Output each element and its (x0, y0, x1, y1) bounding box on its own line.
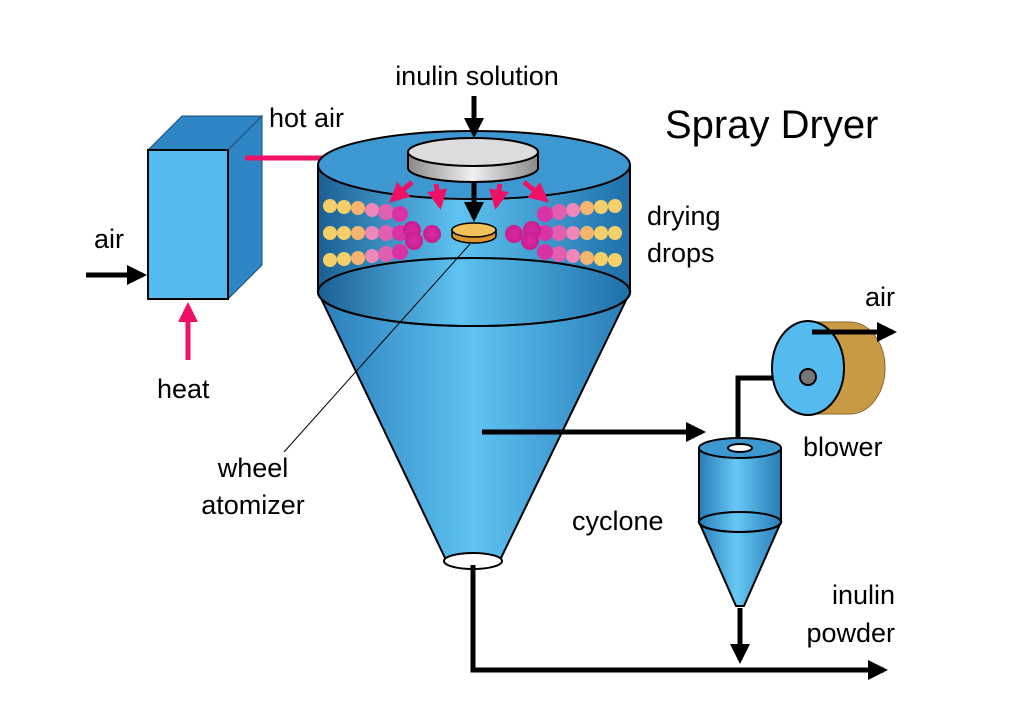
label-cyclone: cyclone (572, 506, 664, 536)
cyclone-mid-rim (698, 511, 782, 533)
cyclone-cone (697, 521, 783, 607)
cyclone-vortex-finder (727, 443, 753, 453)
blower-hub (799, 368, 817, 386)
droplets-left (323, 199, 441, 267)
label-inulin: inulin (832, 580, 895, 610)
label-heat: heat (157, 374, 210, 404)
heater-front-face (147, 149, 229, 300)
air-heater (146, 114, 264, 301)
label-air-inlet: air (94, 224, 124, 254)
label-wheel: wheel (217, 453, 289, 483)
label-inulin-solution: inulin solution (395, 61, 559, 91)
cyclone (697, 437, 783, 607)
drying-chamber (316, 130, 632, 570)
droplets-right (505, 199, 622, 267)
label-atomizer: atomizer (201, 490, 305, 520)
label-blower: blower (803, 432, 883, 462)
chamber-lower-rim (317, 257, 631, 327)
diagram-title: Spray Dryer (665, 103, 878, 147)
label-drying: drying (647, 201, 721, 231)
product-outlet-line (470, 565, 888, 680)
cyclone-body (698, 447, 782, 533)
blower (771, 320, 886, 416)
label-drops: drops (647, 238, 715, 268)
drying-droplets (323, 199, 622, 267)
air-distribution-arrows (389, 180, 550, 210)
atomizer-callout-line (283, 243, 471, 453)
label-hot-air: hot air (269, 103, 344, 133)
air-distributor-disc (407, 137, 539, 183)
label-powder: powder (806, 618, 895, 648)
label-air-outlet: air (865, 282, 895, 312)
wheel-atomizer (451, 222, 497, 244)
